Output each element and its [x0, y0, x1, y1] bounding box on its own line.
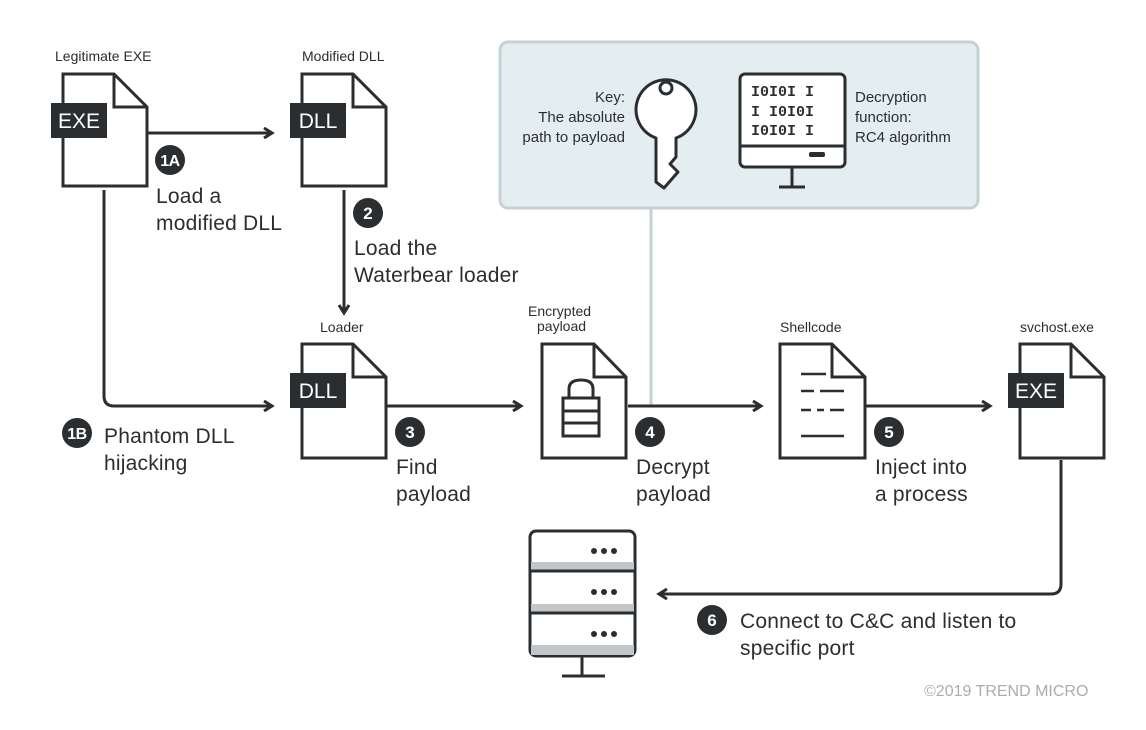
binary-row: I0I0I I [751, 123, 814, 140]
step-badge-5 [874, 417, 904, 447]
arrow-1b [102, 190, 272, 406]
key-label-line2: The absolute [538, 109, 625, 126]
copyright: ©2019 TREND MICRO [924, 683, 1089, 700]
connector-arrows [102, 133, 1063, 594]
binary-row: I I0I0I [751, 104, 814, 121]
step-5-line2: a process [875, 483, 968, 506]
step-badge-6 [697, 605, 727, 635]
step-badge-label: 4 [645, 423, 655, 442]
step-3-line1: Find [396, 456, 438, 479]
file-tag: DLL [299, 380, 338, 403]
server-icon [528, 529, 637, 678]
step-1a-line2: modified DLL [156, 212, 283, 235]
step-badge-label: 3 [405, 423, 414, 442]
step-4-line1: Decrypt [636, 456, 710, 479]
step-5-line1: Inject into [875, 456, 968, 479]
file-tags: EXE DLL DLL EXE [58, 110, 1057, 403]
step-badge-labels: 1A 1B 2 3 4 5 6 [67, 153, 893, 630]
dll-file-icon [290, 72, 388, 188]
step-badge-1a [155, 145, 185, 175]
lock-file-icon [540, 342, 628, 460]
step-badge-label: 6 [707, 611, 716, 630]
function-label-line3: RC4 algorithm [855, 129, 951, 146]
file-tag: EXE [1015, 380, 1057, 403]
caption-encrypted-line2: payload [537, 318, 587, 334]
file-tag: DLL [299, 110, 338, 133]
step-badge-3 [395, 417, 425, 447]
function-label-line1: Decryption [855, 89, 927, 106]
step-2-line1: Load the [354, 237, 438, 260]
step-badge-1b [62, 418, 92, 448]
step-6-line2: specific port [740, 637, 855, 660]
dll-file-icon [290, 342, 388, 460]
step-1b-line1: Phantom DLL [104, 425, 235, 448]
step-badges [62, 145, 904, 635]
caption-loader: Loader [320, 319, 364, 335]
caption-encrypted-line1: Encrypted [528, 303, 592, 319]
step-2-line2: Waterbear loader [354, 264, 519, 287]
function-label-line2: function: [855, 109, 912, 126]
monitor-icon [738, 72, 847, 189]
arrow-6 [659, 460, 1063, 594]
binary-row: I0I0I I [751, 84, 814, 101]
key-label-line3: path to payload [522, 129, 625, 146]
step-1a-line1: Load a [156, 185, 222, 208]
step-badge-label: 5 [884, 423, 893, 442]
shellcode-file-icon [778, 342, 867, 460]
step-4-line2: payload [636, 483, 711, 506]
caption-legitimate-exe: Legitimate EXE [55, 48, 152, 64]
exe-file-icon [51, 72, 149, 188]
caption-svchost: svchost.exe [1020, 319, 1094, 335]
key-icon [634, 78, 698, 190]
key-label-line1: Key: [594, 89, 625, 106]
step-6-line1: Connect to C&C and listen to [740, 610, 1017, 633]
step-badge-4 [635, 417, 665, 447]
caption-modified-dll: Modified DLL [302, 48, 385, 64]
caption-shellcode: Shellcode [780, 319, 842, 335]
step-1b-line2: hijacking [104, 452, 188, 475]
step-badge-label: 1B [67, 426, 86, 443]
binary-text: I0I0I I I I0I0I I0I0I I [751, 84, 814, 140]
step-badge-2 [353, 198, 383, 228]
file-tag: EXE [58, 110, 100, 133]
step-badge-label: 1A [160, 153, 180, 170]
step-3-line2: payload [396, 483, 471, 506]
step-badge-label: 2 [363, 204, 372, 223]
exe-file-icon [1008, 342, 1106, 460]
